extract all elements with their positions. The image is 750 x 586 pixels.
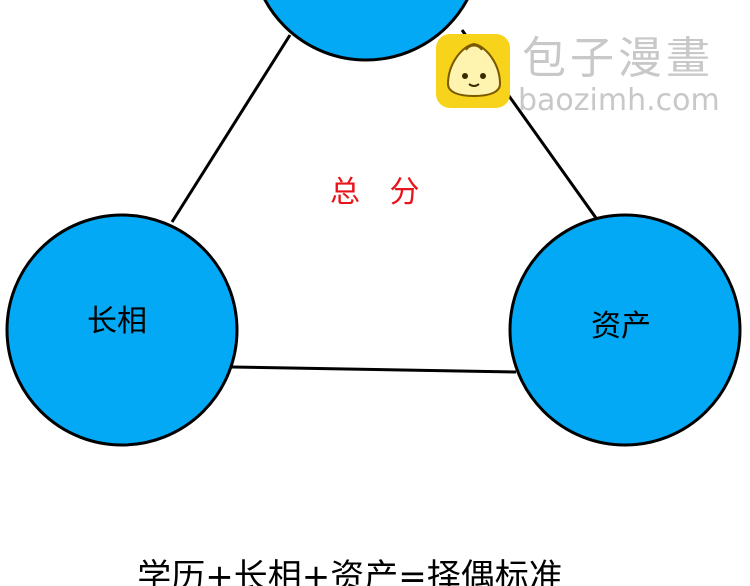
edge-bottom: [231, 365, 517, 374]
node-top: [263, 0, 469, 62]
watermark-url: baozimh.com: [518, 83, 720, 118]
watermark-logo-icon: [436, 34, 510, 108]
node-label-appearance: 长相: [87, 304, 147, 339]
edge-top-left: [170, 34, 292, 223]
node-label-assets: 资产: [591, 309, 651, 344]
node-right: [508, 213, 742, 447]
node-left: [5, 213, 239, 447]
watermark-title: 包子漫畫: [522, 33, 714, 84]
diagram-caption: 学历+长相+资产=择偶标准: [137, 557, 563, 586]
center-label-total-score: 总 分: [330, 175, 430, 210]
